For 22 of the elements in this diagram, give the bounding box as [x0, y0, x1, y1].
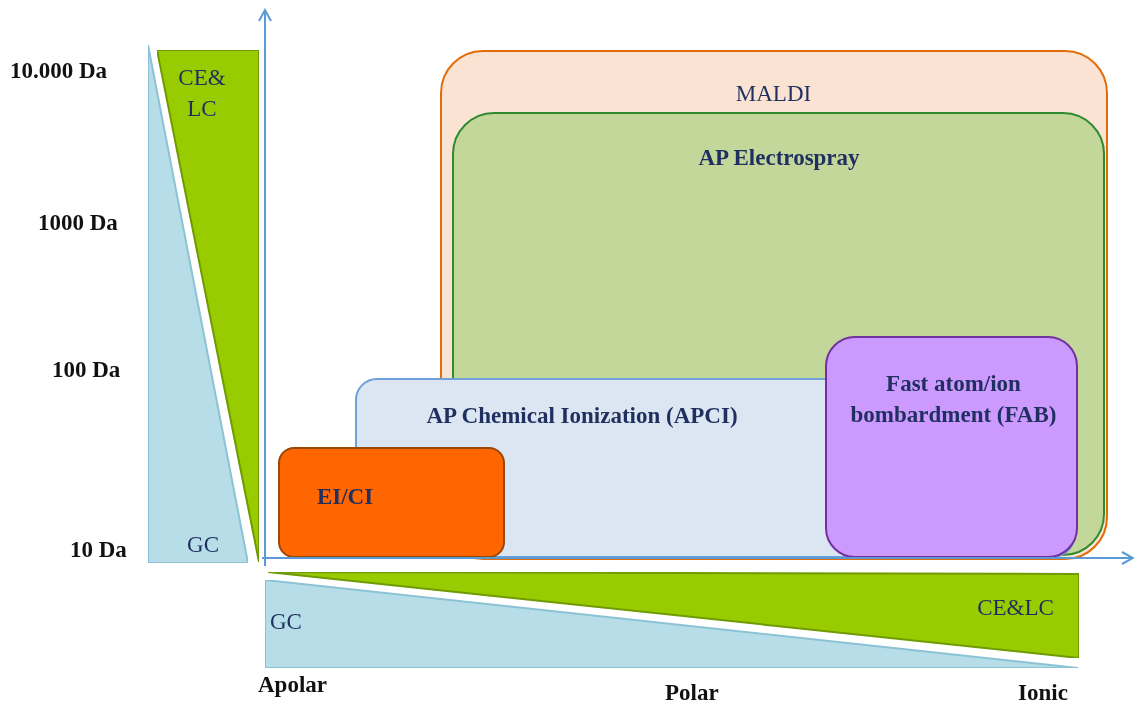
region-label: CE&LC [976, 594, 1055, 622]
region-label: AP Chemical Ionization (APCI) [425, 402, 739, 430]
axis-category-label: Ionic [1018, 680, 1068, 706]
region-box [825, 336, 1078, 558]
triangle-band [265, 580, 1078, 668]
region-box [278, 447, 505, 558]
axis-tick-label: 1000 Da [38, 210, 118, 236]
region-label: GC [270, 608, 303, 636]
axis-tick-label: 10 Da [70, 537, 127, 563]
region-label: MALDI [734, 80, 813, 108]
region-label: CE& LC [177, 64, 227, 124]
axis-category-label: Polar [665, 680, 719, 706]
triangle-band [157, 50, 259, 562]
region-label: Fast atom/ion bombardment (FAB) [849, 370, 1058, 430]
region-label: EI/CI [315, 483, 375, 511]
region-label: AP Electrospray [697, 144, 861, 172]
axis-tick-label: 10.000 Da [10, 58, 108, 84]
axis-tick-label: 100 Da [52, 357, 121, 383]
axis-category-label: Apolar [258, 672, 327, 698]
triangle-band [268, 572, 1079, 658]
region-label: GC [186, 531, 220, 559]
triangle-band [148, 45, 248, 563]
